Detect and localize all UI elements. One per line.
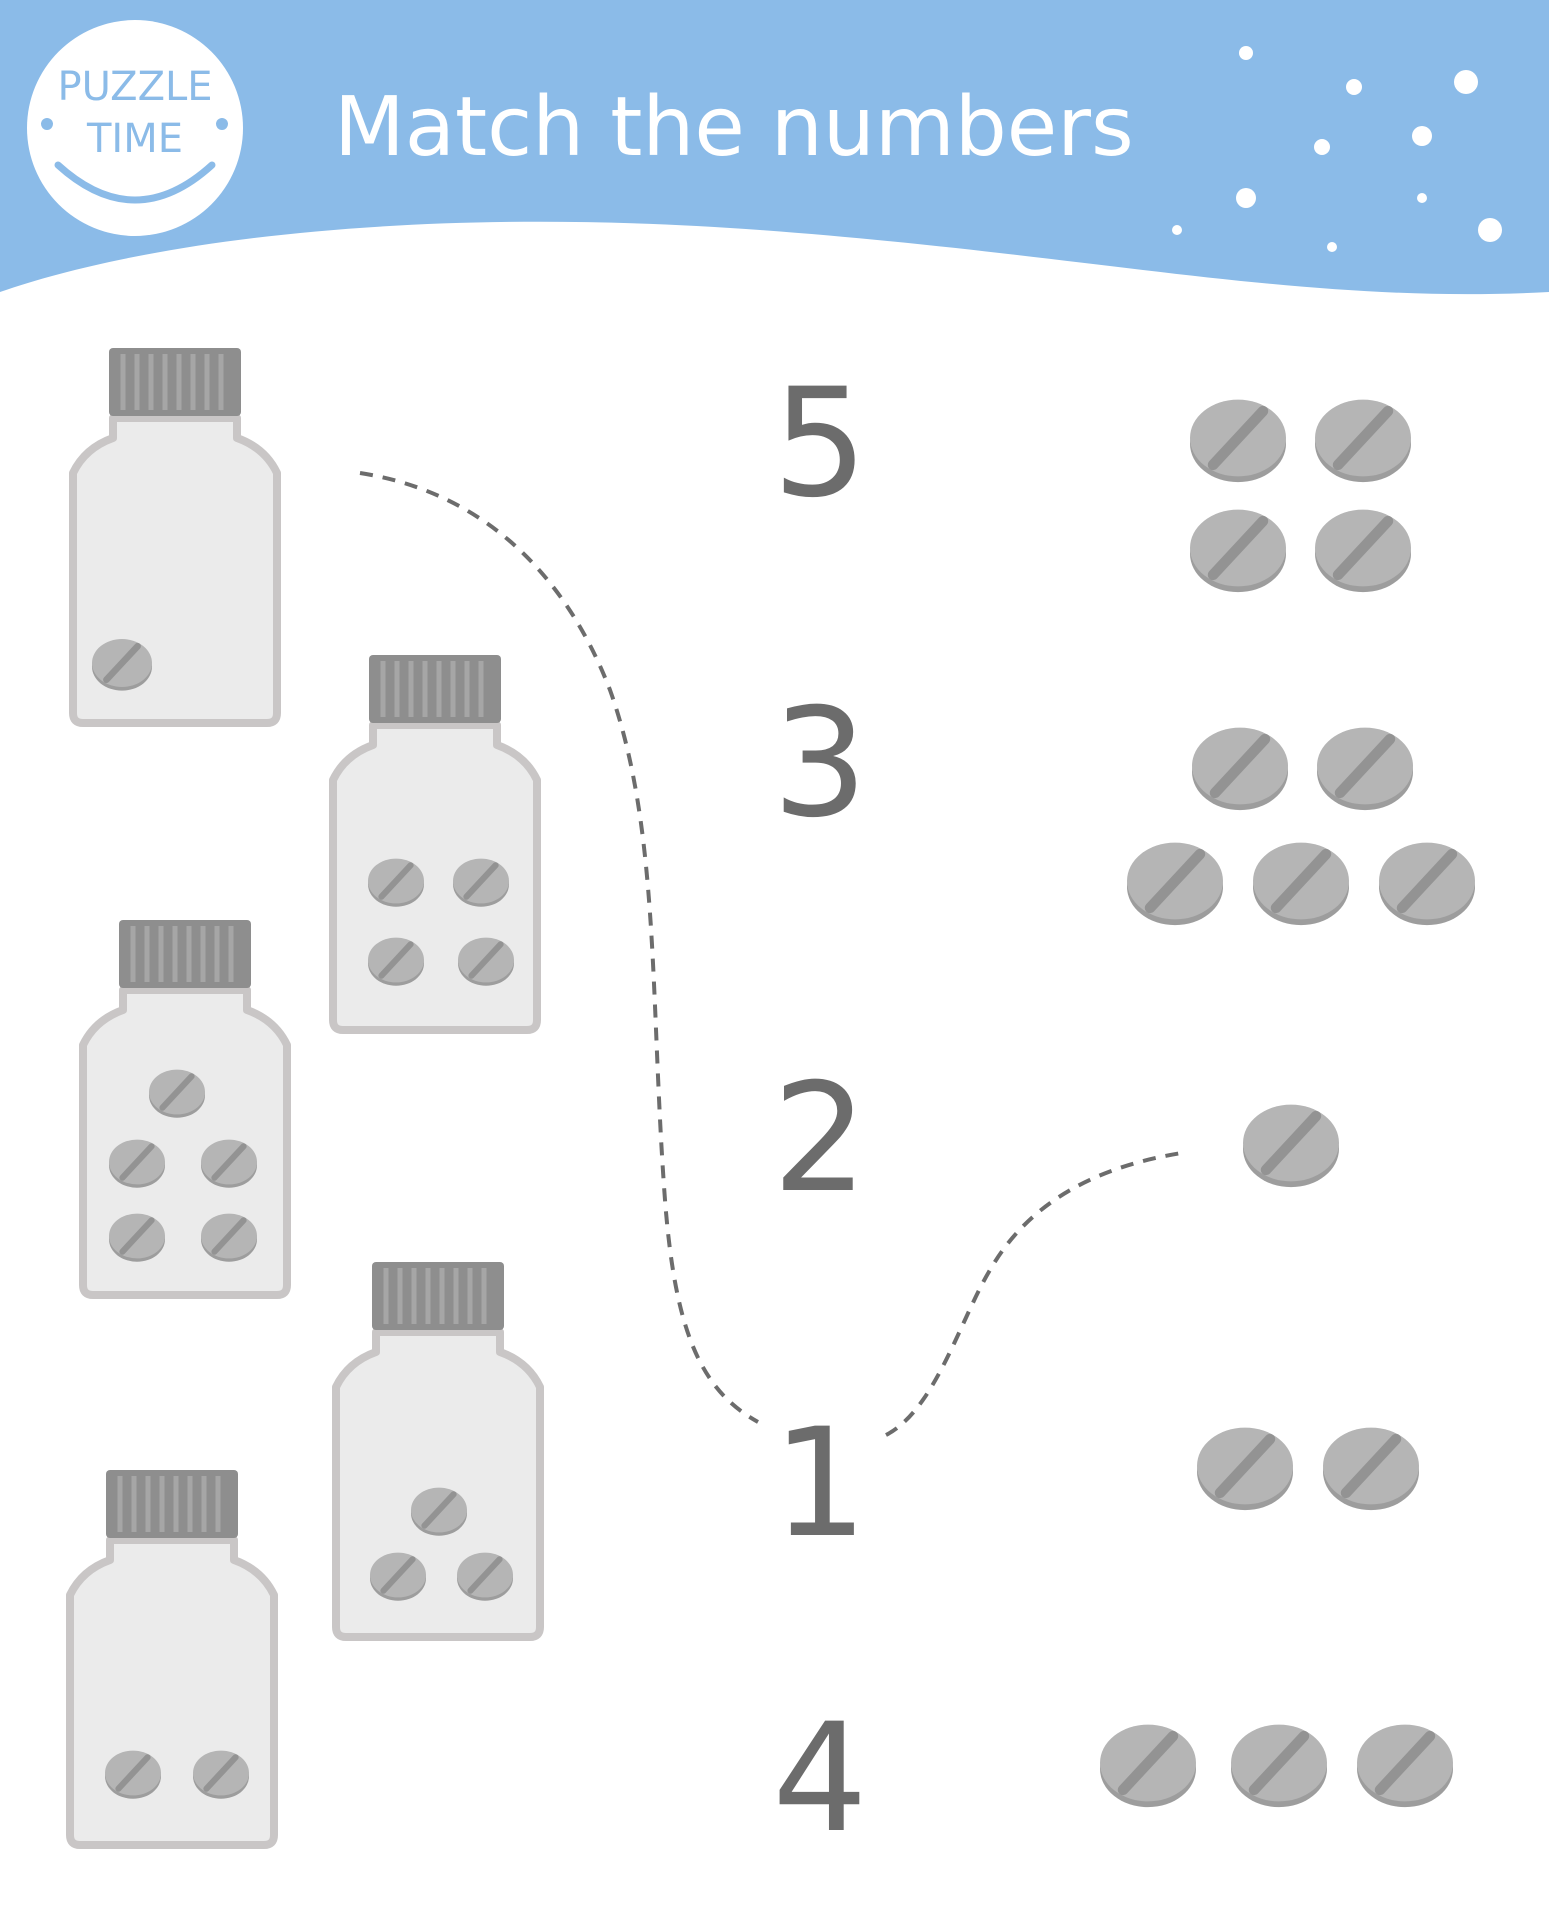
pill [109,1140,165,1188]
pill [1315,400,1411,483]
stars-decoration [1172,46,1502,252]
pill [1100,1725,1196,1808]
pill [1190,400,1286,483]
pill-group-5 [1127,728,1475,926]
number-2: 2 [772,1052,867,1226]
pill-group-1 [1243,1105,1339,1188]
pill [1357,1725,1453,1808]
number-4: 4 [772,1692,867,1866]
pill [105,1751,161,1799]
pill [92,639,152,691]
pill [149,1070,205,1118]
pill [1197,1428,1293,1511]
match-line-number-to-pills [885,1150,1189,1437]
pill [193,1751,249,1799]
header-band [0,0,1549,295]
pill [1317,728,1413,811]
pill-group-2 [1197,1428,1419,1511]
pill [1192,728,1288,811]
pill [370,1553,426,1601]
puzzle-time-logo: PUZZLE TIME [27,20,243,236]
pill [458,938,514,986]
pill [1127,843,1223,926]
pill [1190,510,1286,593]
pill [457,1553,513,1601]
pill [1231,1725,1327,1808]
match-line-bottle-to-number [359,471,759,1424]
pill-group-4 [1190,400,1411,593]
pill [201,1214,257,1262]
page-title: Match the numbers [334,80,1134,175]
number-5: 5 [772,357,867,531]
pill [109,1214,165,1262]
pill [1323,1428,1419,1511]
pill [1253,843,1349,926]
pill [411,1488,467,1536]
pill-group-3 [1100,1725,1453,1808]
pill [368,938,424,986]
pill [453,859,509,907]
pill [1243,1105,1339,1188]
logo-text-line1: PUZZLE [57,64,212,110]
pill [368,859,424,907]
logo-text-line2: TIME [86,116,183,162]
pill [1315,510,1411,593]
bottle-1-pills [92,639,152,691]
pill [1379,843,1475,926]
number-3: 3 [772,677,867,851]
pill [201,1140,257,1188]
number-1: 1 [772,1397,867,1571]
